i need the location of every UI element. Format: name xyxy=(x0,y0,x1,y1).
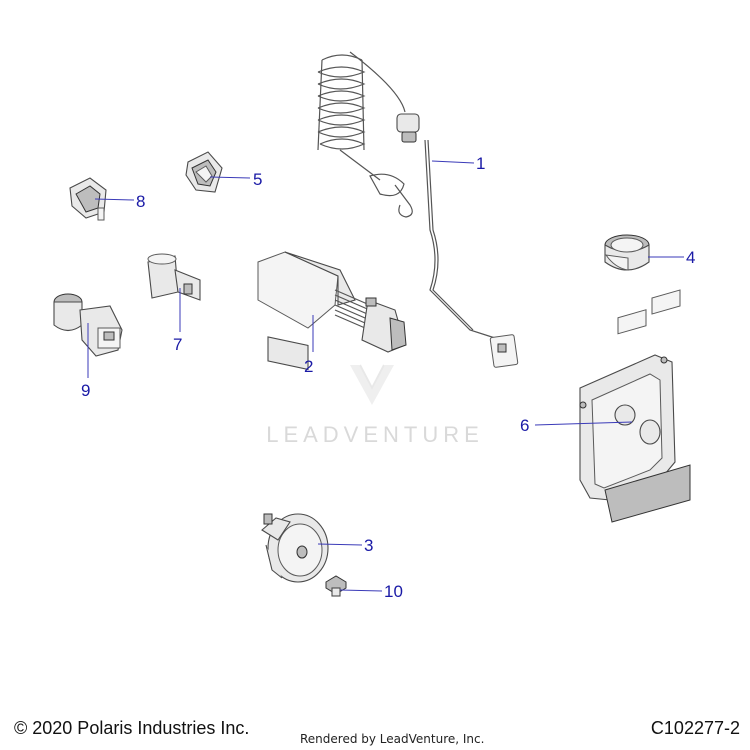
callout-1[interactable]: 1 xyxy=(476,154,485,173)
leader-lines xyxy=(87,160,684,592)
copyright-text: © 2020 Polaris Industries Inc. xyxy=(14,718,250,738)
part-small-switch[interactable] xyxy=(69,177,107,221)
part-round-socket[interactable] xyxy=(604,234,650,271)
callout-8[interactable]: 8 xyxy=(136,192,145,211)
callout-10[interactable]: 10 xyxy=(384,582,403,601)
callout-7[interactable]: 7 xyxy=(173,335,182,354)
part-tether-cord[interactable] xyxy=(317,51,519,368)
callout-2[interactable]: 2 xyxy=(304,357,313,376)
part-rocker-switch[interactable] xyxy=(185,151,223,193)
part-plug-relay[interactable] xyxy=(147,253,201,301)
watermark-logo xyxy=(350,364,394,405)
part-ecu[interactable] xyxy=(579,289,691,523)
callout-3[interactable]: 3 xyxy=(364,536,373,555)
watermark-text: LEADVENTURE xyxy=(266,422,484,447)
part-control-module[interactable] xyxy=(257,251,407,371)
part-ignition-switch[interactable] xyxy=(53,293,123,357)
part-horn[interactable] xyxy=(261,513,329,583)
callout-4[interactable]: 4 xyxy=(686,248,695,267)
callout-5[interactable]: 5 xyxy=(253,170,262,189)
part-screw[interactable] xyxy=(325,575,347,597)
rendered-by-text: Rendered by LeadVenture, Inc. xyxy=(300,732,485,746)
callout-6[interactable]: 6 xyxy=(520,416,529,435)
callout-9[interactable]: 9 xyxy=(81,381,90,400)
document-number: C102277-2 xyxy=(650,718,740,738)
